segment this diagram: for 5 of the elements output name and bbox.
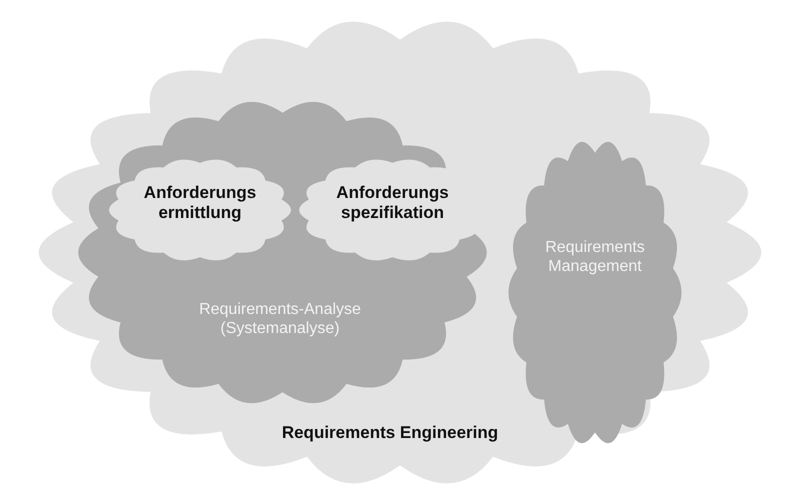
cloud-label: Anforderungs spezifikation [335,183,450,224]
cloud-label: Requirements Engineering [280,423,500,444]
cloud-label: Requirements-Analyse (Systemanalyse) [198,300,362,338]
cloud-label: Anforderungs ermittlung [142,183,258,224]
cloud-label: Requirements Management [544,238,646,276]
